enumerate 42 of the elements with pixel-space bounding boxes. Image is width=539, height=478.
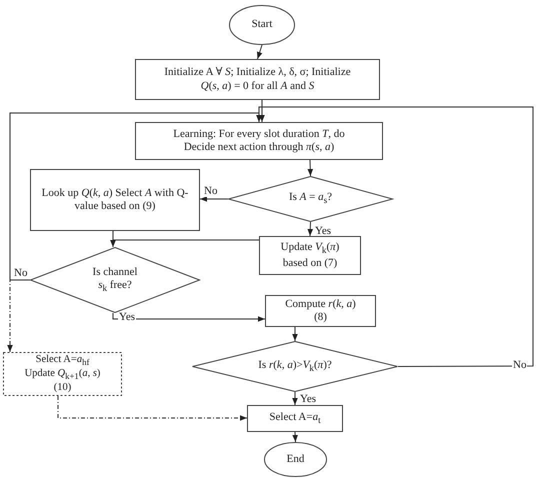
arrow [112, 312, 266, 322]
node-text: Learning: For every slot duration T, do Decide next action through π(s, a) [172, 128, 346, 154]
arrow [200, 196, 228, 202]
arrow [110, 240, 260, 248]
process-box [247, 405, 343, 432]
arrow [307, 222, 314, 236]
arrow [259, 100, 265, 122]
process-box [135, 59, 380, 100]
arrow [256, 44, 262, 60]
process-box [265, 295, 376, 327]
arrow [292, 326, 298, 342]
arrow [256, 106, 534, 367]
edge-label: Yes [118, 312, 136, 323]
node-text: Select A=a$_{hf}$ Update Q$_{k+1}$(a, s) (10) [24, 354, 102, 394]
node-text: Select A=a$_{t}$ [268, 410, 322, 426]
node-text: Start [250, 18, 274, 32]
arrow [58, 396, 248, 421]
process-box [259, 236, 361, 275]
edge-label: Yes [299, 394, 318, 405]
decision-diamond [228, 176, 393, 222]
edge-label: Yes [314, 226, 332, 237]
node-text: End [286, 452, 306, 466]
node-text: Look up Q(k, a) Select A with Q-value based on (9) [40, 186, 190, 214]
decision-diamond [30, 247, 200, 313]
arrow [292, 432, 298, 442]
node-text: Is r(k, a)>V$_{k}$(π)? [257, 358, 333, 374]
decision-diamond [192, 341, 398, 392]
arrow [307, 160, 314, 176]
edge-label: No [512, 360, 528, 371]
node-text: Initialize A ∀ S; Initialize λ, δ, σ; Initialize Q(s, a) = 0 for all A and S [164, 66, 352, 93]
terminal-ellipse [229, 5, 295, 45]
edge-label: No [203, 186, 218, 197]
node-text: Is channel s$_{k}$ free? [92, 266, 138, 294]
node-text: Compute r(k, a) (8) [284, 298, 357, 324]
terminal-ellipse [264, 442, 327, 477]
arrow [292, 392, 298, 406]
process-box [30, 169, 200, 231]
process-box [135, 122, 383, 160]
edge-label: No [13, 268, 28, 279]
process-box [3, 352, 122, 396]
node-text: Update V$_{k}$(π) based on (7) [280, 241, 340, 270]
node-text: Is A = a$_{s}$? [288, 191, 334, 207]
